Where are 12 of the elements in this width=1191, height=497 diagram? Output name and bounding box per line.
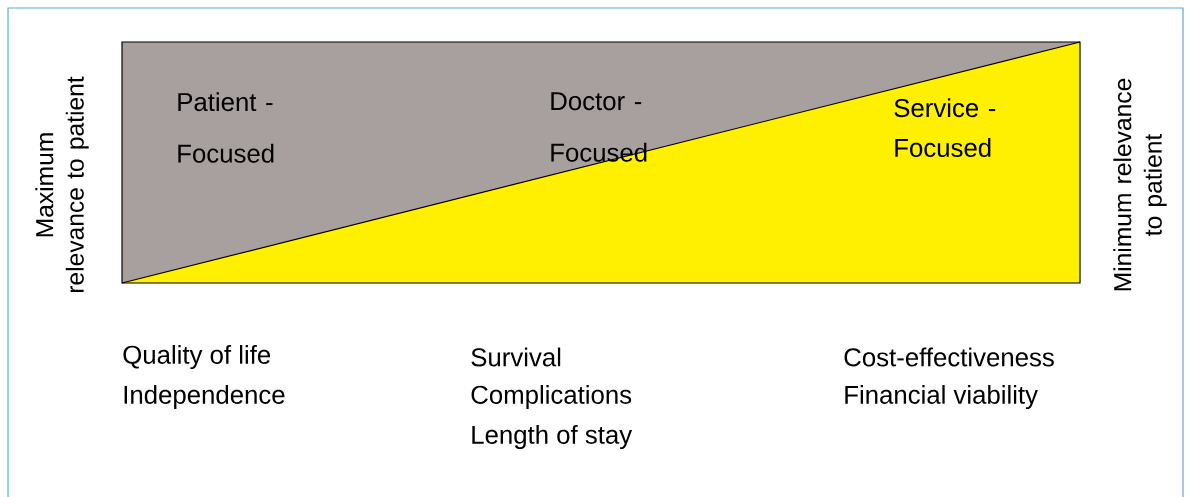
outcome-label: Survival <box>471 347 561 367</box>
outcome-label: Length of stay <box>472 425 633 449</box>
zone-label: Patient - Focused <box>178 92 274 163</box>
outcome-label: Financial viability <box>845 385 1038 409</box>
outcome-label: Cost-effectiveness <box>844 347 1054 367</box>
outcome-label: Independence <box>124 385 285 409</box>
outcome-label: Complications <box>471 385 632 409</box>
axis-label: Minimum relevance to patient <box>1113 78 1167 291</box>
zone-label: Doctor - Focused <box>551 92 647 162</box>
zone-label: Service - Focused <box>894 98 996 157</box>
outcome-label: Quality of life <box>123 345 271 369</box>
axis-label: Maximum relevance to patient <box>35 76 89 293</box>
